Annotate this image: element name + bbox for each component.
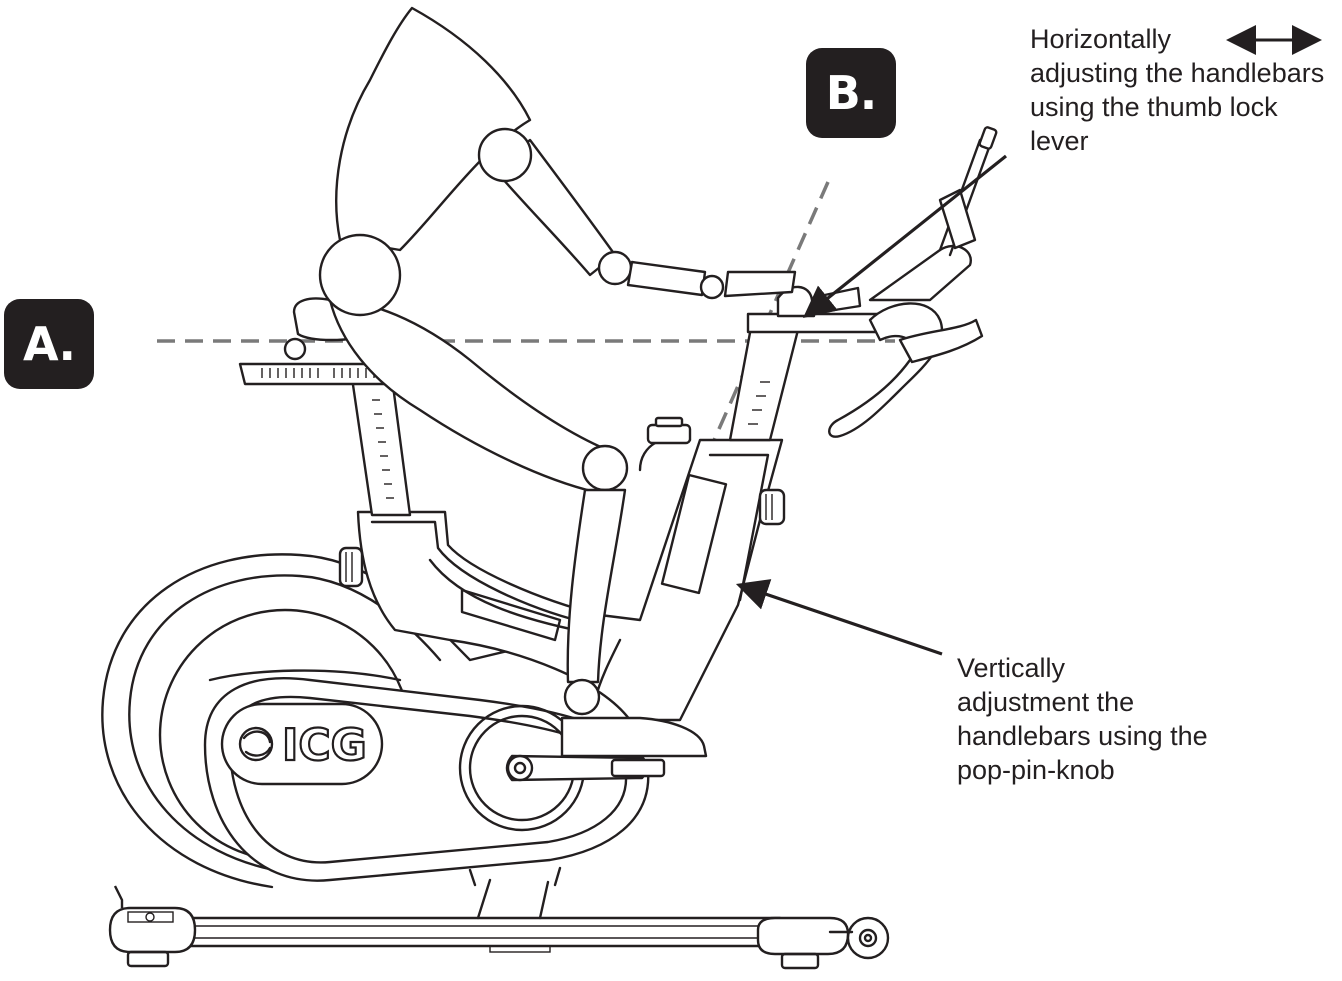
rider-figure bbox=[318, 6, 797, 758]
pop-pin-pointer-arrow-icon bbox=[735, 579, 943, 656]
rider-ankle bbox=[563, 678, 601, 716]
rider-foot bbox=[560, 716, 708, 758]
resistance-knob-icon bbox=[646, 416, 692, 445]
bike-frame bbox=[338, 416, 786, 722]
icg-logo-text: ICG bbox=[282, 720, 367, 771]
thumb-lock-pointer-arrow-icon bbox=[802, 154, 1007, 318]
rider-shin bbox=[566, 488, 627, 684]
rider-elbow bbox=[597, 250, 633, 286]
pop-pin-knob-icon bbox=[758, 488, 786, 526]
icg-logo-plate bbox=[220, 702, 384, 786]
rider-hand bbox=[723, 270, 797, 298]
label-a-badge: A. bbox=[4, 299, 94, 389]
bike-base bbox=[108, 878, 890, 970]
crank-assembly bbox=[458, 704, 666, 887]
rider-shoulder bbox=[477, 127, 533, 183]
belt-cover: ICG bbox=[203, 676, 650, 882]
seat-post-knob-icon bbox=[338, 546, 364, 588]
handlebar-assembly bbox=[728, 126, 998, 442]
icg-logo-mark-icon bbox=[238, 726, 274, 762]
rider-forearm bbox=[626, 260, 707, 297]
rider-knee bbox=[581, 444, 629, 492]
label-b-badge: B. bbox=[806, 48, 896, 138]
rider-hip bbox=[318, 233, 402, 317]
handlebar-angle-guide-line bbox=[668, 181, 830, 541]
rider-torso bbox=[335, 6, 532, 252]
vertical-adjustment-callout: Vertically adjustment the handlebars usi… bbox=[957, 653, 1208, 785]
horizontal-adjustment-callout: Horizontally adjusting the handlebars us… bbox=[1030, 24, 1325, 156]
rider-wrist bbox=[699, 274, 725, 300]
